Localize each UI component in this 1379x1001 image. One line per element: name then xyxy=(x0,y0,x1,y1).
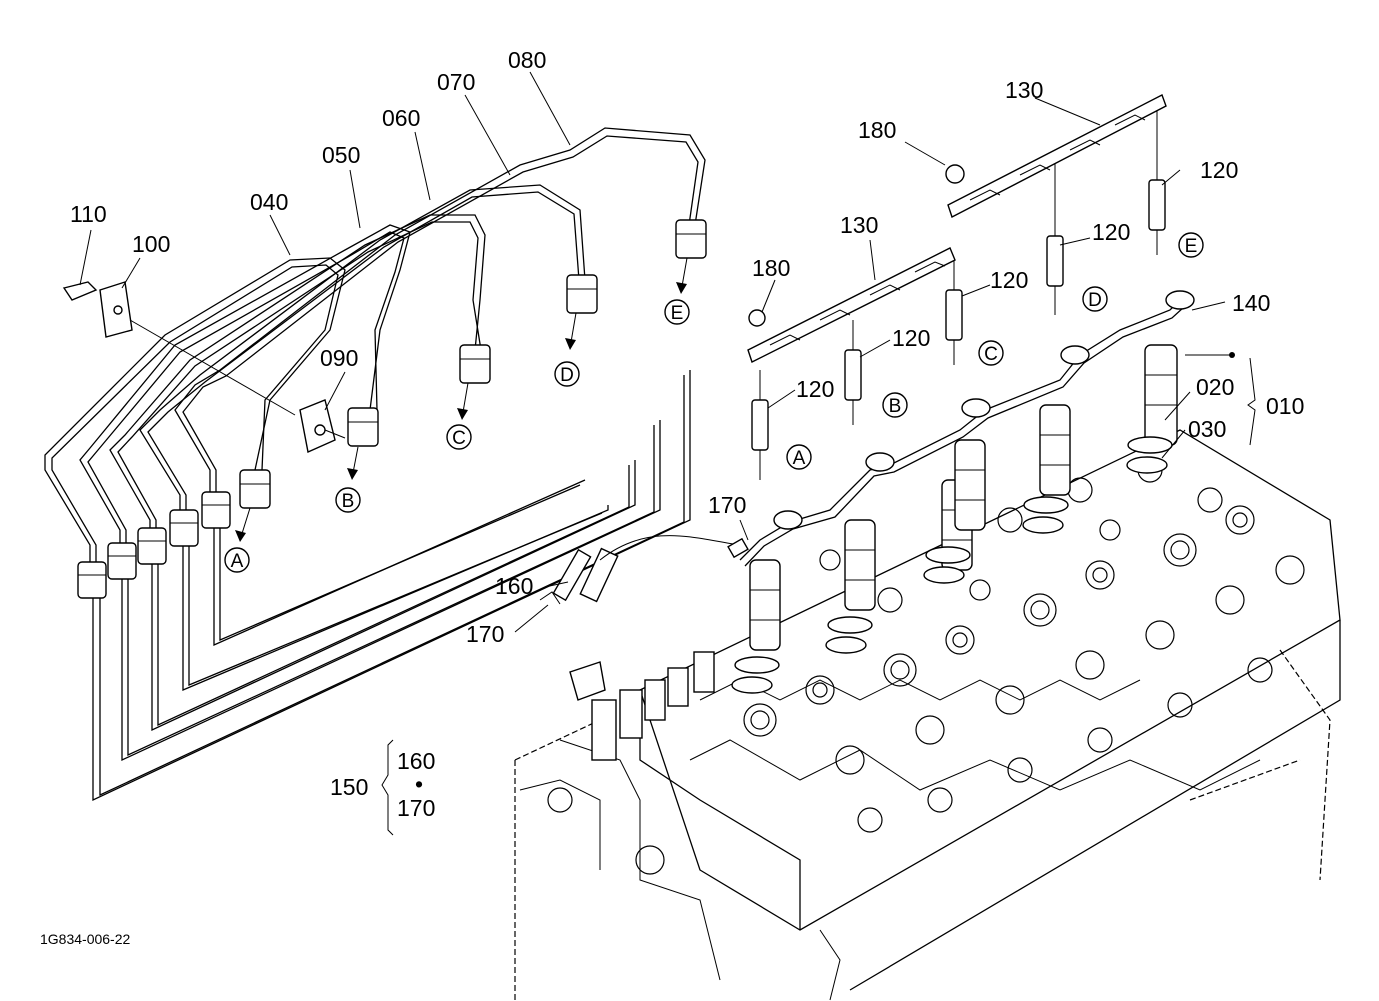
kit-separator-dot: • xyxy=(415,771,423,797)
ref-e-left: E xyxy=(664,299,690,325)
cylinder-head xyxy=(514,429,1341,1001)
callout-060: 060 xyxy=(382,105,420,131)
svg-text:D: D xyxy=(1088,290,1102,311)
callout-120-2: 120 xyxy=(1092,219,1130,245)
callout-130-lower: 130 xyxy=(840,212,878,238)
callout-030: 030 xyxy=(1188,416,1226,442)
callout-090: 090 xyxy=(320,345,358,371)
connection-refs: A B C D E A B C D E xyxy=(224,232,1204,573)
glow-plugs xyxy=(751,110,1166,480)
svg-text:A: A xyxy=(231,551,244,572)
callout-170-upper: 170 xyxy=(708,492,746,518)
callout-140: 140 xyxy=(1232,290,1270,316)
callout-120-5: 120 xyxy=(796,376,834,402)
injection-pump-outlets xyxy=(569,547,715,761)
ref-b-left: B xyxy=(335,487,361,513)
callout-160-kit: 160 xyxy=(397,748,435,774)
svg-text:D: D xyxy=(560,365,574,386)
callout-110: 110 xyxy=(70,201,107,227)
nozzle-holders xyxy=(731,344,1178,694)
callout-120-1: 120 xyxy=(1200,157,1238,183)
injection-pipes xyxy=(44,127,707,802)
ref-d-right: D xyxy=(1082,286,1108,312)
lead-plates xyxy=(747,94,1167,363)
svg-text:C: C xyxy=(452,428,466,449)
callout-070: 070 xyxy=(437,69,475,95)
callout-100: 100 xyxy=(132,231,170,257)
callout-050: 050 xyxy=(322,142,360,168)
callout-150: 150 xyxy=(330,774,368,800)
ref-c-right: C xyxy=(978,340,1004,366)
svg-text:B: B xyxy=(889,396,902,417)
ref-a-right: A xyxy=(786,444,812,470)
svg-text:E: E xyxy=(1185,236,1198,257)
callout-170-kit: 170 xyxy=(397,795,435,821)
svg-text:C: C xyxy=(984,344,998,365)
svg-text:E: E xyxy=(671,303,684,324)
callout-020: 020 xyxy=(1196,374,1234,400)
callout-010: 010 xyxy=(1266,393,1304,419)
svg-text:A: A xyxy=(793,448,806,469)
callout-130-upper: 130 xyxy=(1005,77,1043,103)
leak-off-pipe xyxy=(539,290,1235,605)
ref-a-left: A xyxy=(224,547,250,573)
ref-d-left: D xyxy=(554,361,580,387)
callout-160-upper: 160 xyxy=(495,573,533,599)
ref-c-left: C xyxy=(446,424,472,450)
figure-id: 1G834-006-22 xyxy=(40,931,131,947)
svg-text:B: B xyxy=(342,491,355,512)
callout-120-4: 120 xyxy=(892,325,930,351)
ref-e-right: E xyxy=(1178,232,1204,258)
callout-170-lower: 170 xyxy=(466,621,504,647)
callout-labels: 110 100 040 050 060 070 080 090 130 180 … xyxy=(70,47,1304,821)
leader-lines xyxy=(79,71,1256,836)
callout-080: 080 xyxy=(508,47,546,73)
ref-b-right: B xyxy=(882,392,908,418)
callout-180-upper: 180 xyxy=(858,117,896,143)
callout-120-3: 120 xyxy=(990,267,1028,293)
callout-180-lower: 180 xyxy=(752,255,790,281)
callout-040: 040 xyxy=(250,189,288,215)
